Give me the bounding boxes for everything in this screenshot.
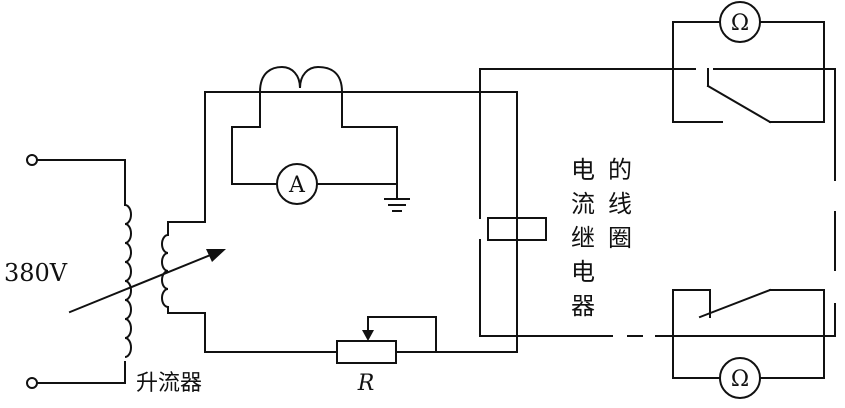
input-wire-top <box>36 159 126 206</box>
bottom-contact-group: Ω <box>672 288 825 399</box>
switch-contact-icon <box>706 84 772 124</box>
resistor-label: R <box>357 371 375 396</box>
ohmmeter-bottom-label: Ω <box>731 367 749 392</box>
input-wire-bottom <box>36 361 126 384</box>
input-terminals <box>26 154 126 389</box>
ground-icon <box>384 183 410 212</box>
secondary-winding <box>161 91 338 353</box>
ohmmeter-icon <box>719 357 761 399</box>
supply-voltage-label: 380V <box>4 259 68 287</box>
rheostat-icon: R <box>336 316 518 396</box>
relay-char: 的 <box>608 156 632 184</box>
relay-char: 圈 <box>608 224 632 252</box>
relay-char: 电 <box>571 156 595 184</box>
terminal-top-icon <box>26 154 38 166</box>
primary-coil-icon <box>124 204 132 358</box>
top-contact-group: Ω <box>672 1 825 124</box>
relay-char: 流 <box>571 190 595 218</box>
relay-char: 继 <box>571 224 595 252</box>
relay-char: 电 <box>571 258 595 286</box>
secondary-coil-icon <box>161 234 169 308</box>
ammeter-icon: A <box>276 163 318 205</box>
ohmmeter-icon <box>719 1 761 43</box>
transformer-label: 升流器 <box>136 371 202 396</box>
switch-contact-icon <box>698 288 772 319</box>
current-transformer-icon <box>204 65 518 185</box>
outer-loop <box>479 68 836 337</box>
terminal-bottom-icon <box>26 377 38 389</box>
relay-coil-icon <box>479 68 547 353</box>
variable-arrow-icon <box>68 249 226 314</box>
ohmmeter-top-label: Ω <box>731 11 749 36</box>
ammeter-label: A <box>288 173 306 198</box>
relay-char: 器 <box>571 292 595 320</box>
relay-coil-caption: 电 流 继 电 器 的 线 圈 <box>571 156 632 320</box>
relay-char: 线 <box>608 190 632 218</box>
